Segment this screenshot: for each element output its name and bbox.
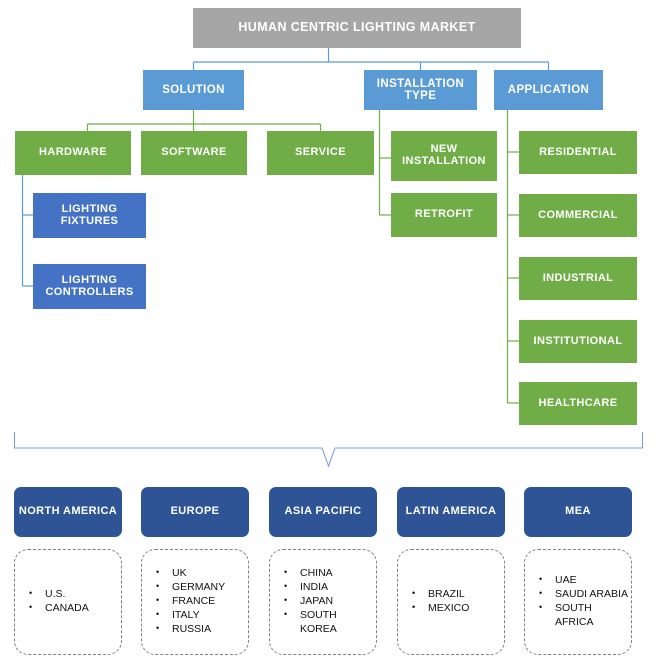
country-box-europe: UKGERMANYFRANCEITALYRUSSIA — [141, 549, 249, 655]
sub-lighting-controllers[interactable]: LIGHTING CONTROLLERS — [33, 264, 146, 309]
country-item: BRAZIL — [412, 588, 504, 602]
sub-retrofit[interactable]: RETROFIT — [391, 193, 497, 237]
sub-lighting-fixtures[interactable]: LIGHTING FIXTURES — [33, 193, 146, 238]
segment-installation-type[interactable]: INSTALLATION TYPE — [364, 70, 477, 110]
sub-institutional[interactable]: INSTITUTIONAL — [519, 320, 637, 363]
region-europe[interactable]: EUROPE — [141, 487, 249, 537]
sub-residential[interactable]: RESIDENTIAL — [519, 131, 637, 174]
country-item: SOUTH KOREA — [284, 609, 376, 637]
country-item: GERMANY — [156, 581, 248, 595]
sub-hardware[interactable]: HARDWARE — [15, 131, 131, 175]
region-mea[interactable]: MEA — [524, 487, 632, 537]
country-box-mea: UAESAUDI ARABIASOUTH AFRICA — [524, 549, 632, 655]
country-item: RUSSIA — [156, 623, 248, 637]
segment-application[interactable]: APPLICATION — [494, 70, 603, 110]
country-box-latin-america: BRAZILMEXICO — [397, 549, 505, 655]
country-item: JAPAN — [284, 595, 376, 609]
country-item: UK — [156, 567, 248, 581]
country-item: U.S. — [29, 588, 121, 602]
country-list-asia-pacific: CHINAINDIAJAPANSOUTH KOREA — [270, 567, 376, 636]
country-list-north-america: U.S.CANADA — [15, 588, 121, 616]
sub-healthcare[interactable]: HEALTHCARE — [519, 382, 637, 425]
sub-new-installation[interactable]: NEW INSTALLATION — [391, 131, 497, 181]
sub-commercial[interactable]: COMMERCIAL — [519, 194, 637, 237]
region-asia-pacific[interactable]: ASIA PACIFIC — [269, 487, 377, 537]
country-list-latin-america: BRAZILMEXICO — [398, 588, 504, 616]
country-item: UAE — [539, 574, 631, 588]
country-item: SOUTH AFRICA — [539, 602, 631, 630]
sub-industrial[interactable]: INDUSTRIAL — [519, 257, 637, 300]
country-item: INDIA — [284, 581, 376, 595]
country-item: CANADA — [29, 602, 121, 616]
sub-software[interactable]: SOFTWARE — [141, 131, 247, 175]
country-item: ITALY — [156, 609, 248, 623]
country-item: FRANCE — [156, 595, 248, 609]
region-north-america[interactable]: NORTH AMERICA — [14, 487, 122, 537]
country-item: CHINA — [284, 567, 376, 581]
country-item: MEXICO — [412, 602, 504, 616]
diagram-title-box: HUMAN CENTRIC LIGHTING MARKET — [193, 8, 521, 48]
country-list-mea: UAESAUDI ARABIASOUTH AFRICA — [525, 574, 631, 629]
sub-service[interactable]: SERVICE — [267, 131, 374, 175]
country-item: SAUDI ARABIA — [539, 588, 631, 602]
country-box-asia-pacific: CHINAINDIAJAPANSOUTH KOREA — [269, 549, 377, 655]
region-latin-america[interactable]: LATIN AMERICA — [397, 487, 505, 537]
segment-solution[interactable]: SOLUTION — [143, 70, 244, 110]
country-box-north-america: U.S.CANADA — [14, 549, 122, 655]
country-list-europe: UKGERMANYFRANCEITALYRUSSIA — [142, 567, 248, 636]
